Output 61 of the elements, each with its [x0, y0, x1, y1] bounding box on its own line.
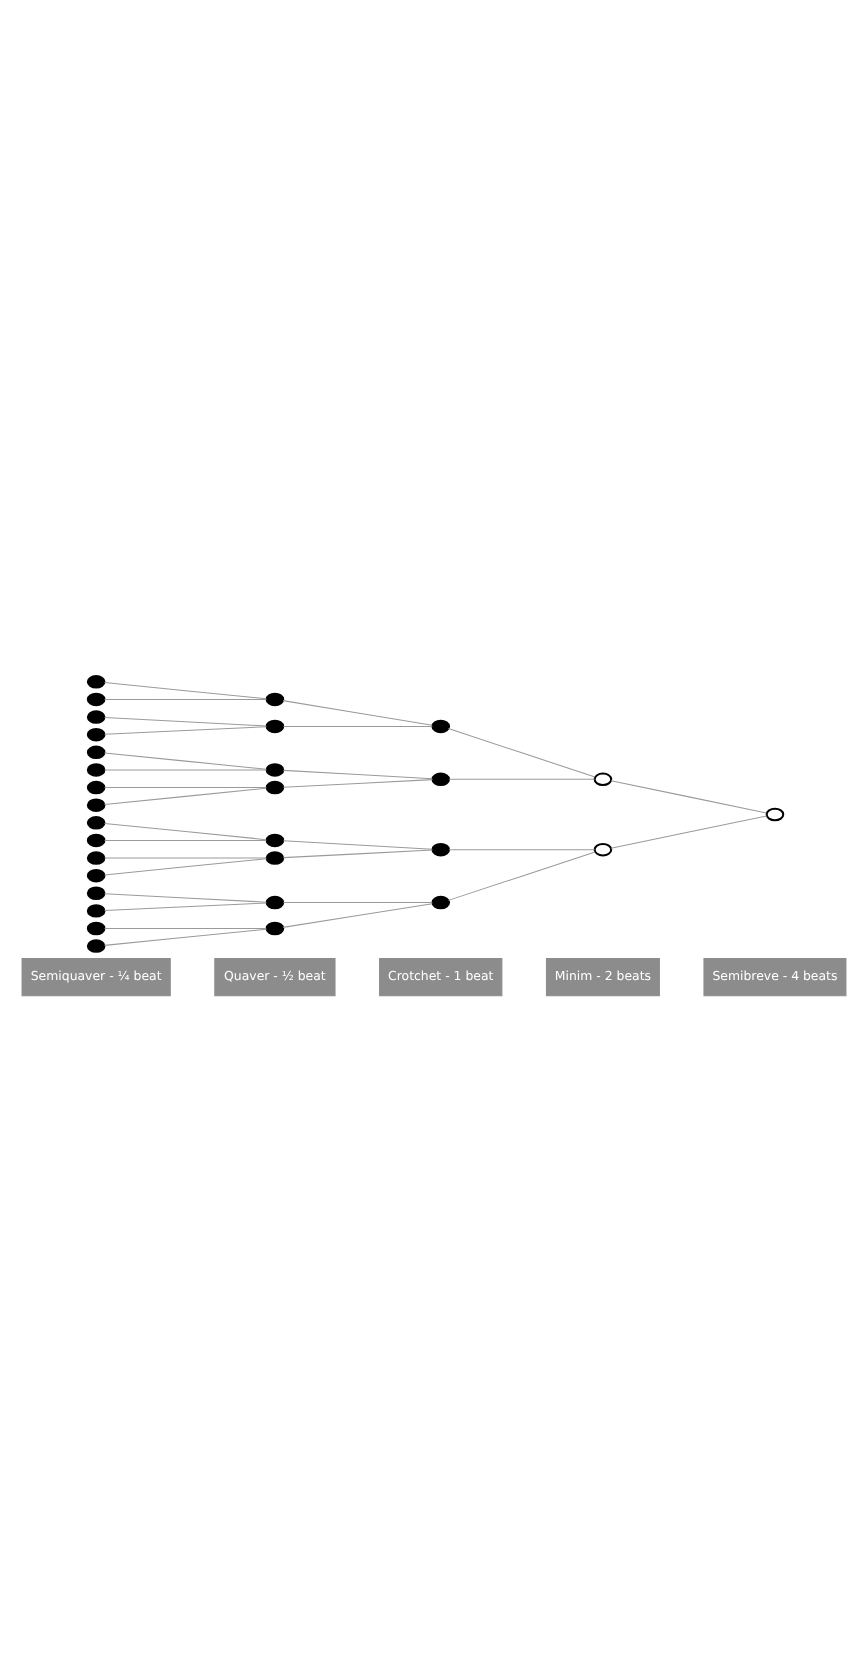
- connector: [282, 700, 433, 726]
- node-note: [86, 833, 106, 848]
- node-note: [265, 921, 285, 936]
- connector: [104, 682, 267, 700]
- connector: [610, 815, 768, 849]
- node-note: [431, 895, 451, 910]
- connector: [282, 902, 433, 904]
- node-note: [593, 843, 613, 857]
- node-note: [86, 710, 106, 724]
- connector: [282, 849, 433, 859]
- connector: [447, 728, 596, 778]
- node-note: [265, 833, 285, 848]
- node-note: [765, 807, 785, 822]
- connector: [282, 769, 433, 780]
- connector: [104, 726, 267, 735]
- node-note: [86, 816, 106, 830]
- connector: [104, 858, 267, 876]
- node-note: [265, 851, 285, 865]
- connector: [104, 927, 267, 929]
- node-note: [86, 939, 106, 953]
- connector: [448, 849, 596, 851]
- connector: [610, 780, 768, 814]
- connector: [104, 823, 267, 841]
- node-note: [86, 886, 106, 900]
- node-note: [86, 904, 106, 918]
- node-note: [86, 851, 106, 865]
- connector: [282, 779, 433, 788]
- node-note: [431, 843, 451, 857]
- connector: [104, 769, 267, 771]
- node-note: [86, 727, 106, 742]
- connector: [282, 903, 433, 928]
- node-note: [86, 692, 106, 707]
- node-note: [265, 780, 285, 795]
- connector: [104, 893, 267, 903]
- node-note: [431, 772, 451, 786]
- connector: [104, 928, 267, 946]
- connector: [104, 716, 267, 727]
- node-note: [86, 921, 106, 936]
- connector: [104, 787, 267, 789]
- node-note: [86, 780, 106, 795]
- node-note: [86, 798, 106, 812]
- node-note: [265, 692, 285, 707]
- connector: [282, 840, 433, 850]
- connector: [282, 725, 433, 727]
- connector: [104, 902, 267, 912]
- node-note: [86, 745, 106, 760]
- node-note: [265, 763, 285, 777]
- node-note: [593, 772, 613, 786]
- node-note: [86, 868, 106, 883]
- node-note: [265, 719, 285, 734]
- connector: [448, 778, 596, 780]
- connector: [104, 698, 267, 700]
- connector: [104, 839, 267, 841]
- node-note: [86, 675, 106, 689]
- node-note: [86, 763, 106, 777]
- connector: [104, 787, 267, 805]
- connector: [447, 851, 596, 901]
- connector: [104, 857, 267, 859]
- node-note: [265, 895, 285, 910]
- node-note: [431, 719, 451, 734]
- connector: [104, 752, 267, 770]
